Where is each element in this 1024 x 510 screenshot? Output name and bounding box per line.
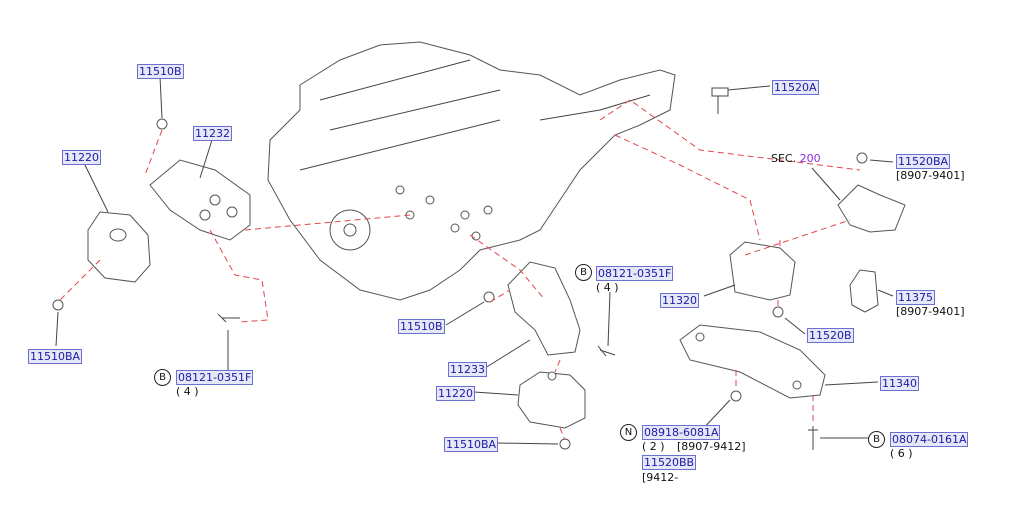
callout-11220-mid[interactable]: 11220 [436, 386, 475, 401]
rear-cushion-drawing [729, 241, 796, 301]
range-08918: [8907-9412] [677, 440, 746, 453]
stopper-drawing [849, 269, 879, 313]
qty-08918: ( 2 ) [642, 440, 665, 453]
left-engine-bracket-drawing [149, 159, 251, 241]
engine-assembly-drawing [267, 41, 676, 301]
callout-08074[interactable]: 08074-0161A [890, 432, 969, 447]
callout-08918[interactable]: 08918-6081A [642, 425, 721, 440]
callout-11220-left[interactable]: 11220 [62, 150, 101, 165]
assembly-dashed-lines [59, 99, 861, 441]
callout-11510b-mid[interactable]: 11510B [398, 319, 445, 334]
left-insulator-drawing [87, 211, 151, 283]
sec200-bracket-drawing [837, 184, 906, 233]
callout-11520a[interactable]: 11520A [772, 80, 819, 95]
sec-label: SEC. 200 [771, 152, 821, 165]
range-11375: [8907-9401] [896, 305, 965, 318]
callout-11375[interactable]: 11375 [896, 290, 935, 305]
callout-08121-left[interactable]: 08121-0351F [176, 370, 254, 385]
marker-b-right: B [868, 431, 885, 448]
callout-11510b-top[interactable]: 11510B [137, 64, 184, 79]
qty-mid: ( 4 ) [596, 281, 619, 294]
marker-b-mid: B [575, 264, 592, 281]
sec-text: SEC. [771, 152, 797, 165]
callout-11232[interactable]: 11232 [193, 126, 232, 141]
callout-08121-mid[interactable]: 08121-0351F [596, 266, 674, 281]
middle-bracket-drawing [507, 261, 581, 356]
callout-11510ba-left[interactable]: 11510BA [28, 349, 83, 364]
callout-11520ba[interactable]: 11520BA [896, 154, 951, 169]
callout-11510ba-mid[interactable]: 11510BA [444, 437, 499, 452]
fastener-drawings [52, 87, 868, 450]
callout-11340[interactable]: 11340 [880, 376, 919, 391]
marker-n: N [620, 424, 637, 441]
middle-insulator-drawing [517, 371, 586, 429]
range-11520ba: [8907-9401] [896, 169, 965, 182]
marker-b-left: B [154, 369, 171, 386]
qty-08074: ( 6 ) [890, 447, 913, 460]
qty-left: ( 4 ) [176, 385, 199, 398]
callout-11520b[interactable]: 11520B [807, 328, 854, 343]
range-11520bb: [9412- [642, 471, 679, 484]
crossmember-drawing [679, 324, 826, 399]
sec-number-link[interactable]: 200 [799, 152, 821, 165]
callout-11520bb[interactable]: 11520BB [642, 455, 697, 470]
leader-lines [55, 76, 894, 445]
callout-11233[interactable]: 11233 [448, 362, 487, 377]
callout-11320[interactable]: 11320 [660, 293, 699, 308]
